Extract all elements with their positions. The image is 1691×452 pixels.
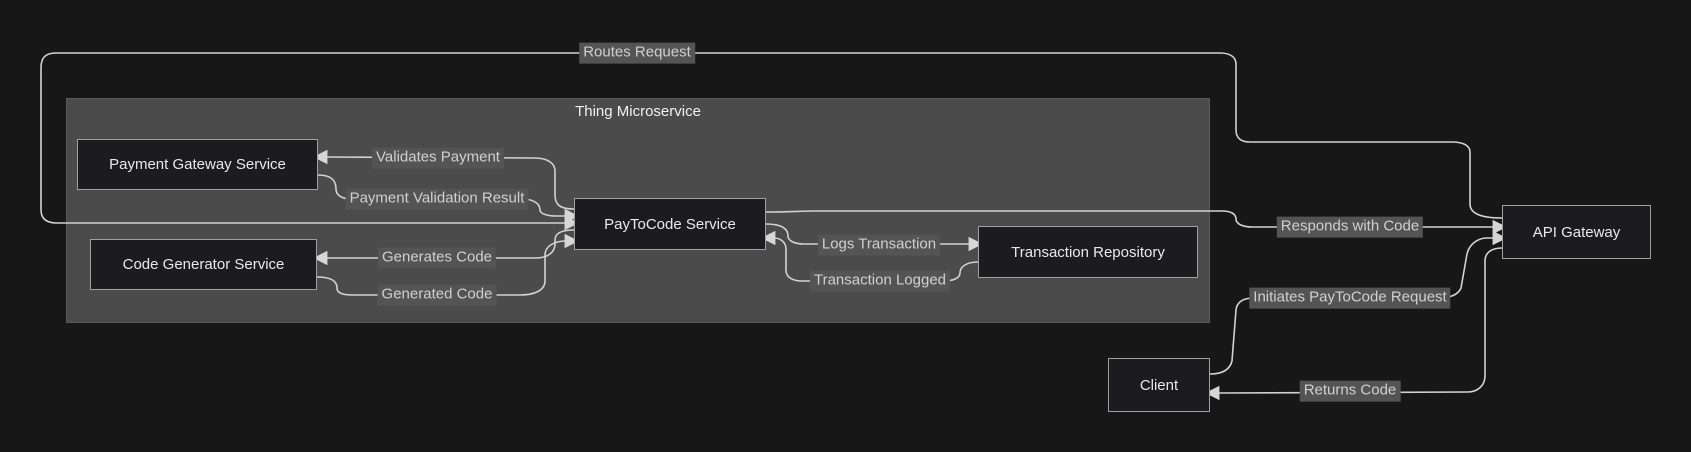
node-code-generator-service: Code Generator Service — [90, 239, 317, 290]
edge-label-validates-payment: Validates Payment — [372, 147, 504, 169]
edge-routes-request — [40, 52, 1503, 231]
subgraph-title: Thing Microservice — [575, 103, 701, 120]
edge-label-responds-with-code: Responds with Code — [1276, 216, 1424, 238]
edge-label-payment-validation-result: Payment Validation Result — [345, 188, 529, 210]
edge-responds-with-code — [765, 210, 1507, 235]
edge-returns-code — [1205, 247, 1503, 401]
edge-label-generates-code: Generates Code — [377, 247, 497, 269]
edge-transaction-logged — [761, 230, 979, 282]
edge-generated-code — [316, 233, 579, 296]
node-paytocode-service: PayToCode Service — [574, 198, 766, 250]
node-api-gateway: API Gateway — [1502, 205, 1651, 259]
node-payment-gateway-service: Payment Gateway Service — [77, 139, 318, 190]
edge-validates-payment — [313, 149, 575, 210]
edge-logs-transaction — [765, 223, 983, 252]
edge-generates-code — [313, 229, 575, 266]
edge-label-generated-code: Generated Code — [377, 284, 497, 306]
node-transaction-repository: Transaction Repository — [978, 226, 1198, 278]
edge-label-returns-code: Returns Code — [1299, 380, 1401, 402]
edge-label-initiates-paytocode-request: Initiates PayToCode Request — [1249, 287, 1451, 309]
edge-label-routes-request: Routes Request — [579, 42, 695, 64]
edge-label-logs-transaction: Logs Transaction — [817, 234, 941, 256]
edge-label-transaction-logged: Transaction Logged — [809, 270, 951, 292]
node-client: Client — [1108, 358, 1210, 412]
